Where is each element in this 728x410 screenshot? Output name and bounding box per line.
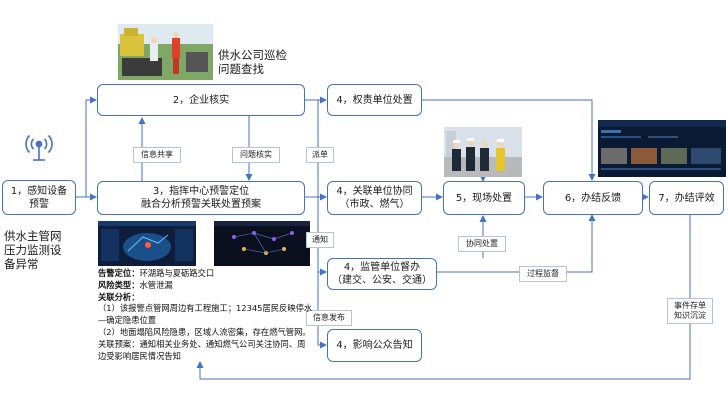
node-4d-label: 4，影响公众告知 [336, 340, 413, 351]
label-process-supervision: 过程监督 [519, 266, 567, 282]
top-caption: 供水公司巡检 问题查找 [218, 48, 287, 76]
node-5-onsite[interactable]: 5，现场处置 [443, 181, 525, 215]
node-3-command-center[interactable]: 3，指挥中心预警定位 融合分析预警关联处置预案 [97, 181, 305, 215]
node-6-label: 6，办结反馈 [564, 192, 622, 204]
node-2-label: 2，企业核实 [172, 94, 230, 106]
node-4c-supervisory-units[interactable]: 4，监管单位督办 （建交、公安、交通） [327, 258, 437, 290]
analysis-heading: 关联分析： [98, 291, 140, 302]
left-caption: 供水主管网 压力监测设 备异常 [4, 229, 62, 271]
sensor-icon [25, 134, 53, 161]
label-notify: 通知 [306, 232, 334, 248]
label-info-release: 信息发布 [306, 310, 352, 326]
label-info-share: 信息共享 [133, 147, 181, 163]
node-7-evaluation[interactable]: 7，办结评效 [649, 181, 724, 215]
analysis-item-1: （1）该报警点管网周边有工程施工；12345居民反映停水—确定隐患位置 [98, 303, 313, 326]
label-problem-verify: 问题核实 [232, 147, 280, 163]
inspection-photo [118, 24, 213, 80]
alert-info-panel: 告警定位：环湖路与夏砺路交口 风险类型：水管泄漏 关联分析： （1）该报警点管网… [98, 268, 313, 362]
feedback-dashboard-image [598, 120, 726, 177]
node-3-label: 3，指挥中心预警定位 融合分析预警关联处置预案 [141, 186, 261, 210]
risk-type: 风险类型：水管泄漏 [98, 279, 173, 290]
node-2-enterprise-verify[interactable]: 2，企业核实 [97, 84, 305, 116]
node-4b-label: 4，关联单位协同 （市政、燃气） [336, 186, 413, 210]
analysis-item-2: （2）地面塌陷风险隐患，区域人流密集，存在燃气管网。关联预案：通知相关业务处、通… [98, 326, 311, 361]
node-4a-responsible-unit[interactable]: 4，权责单位处置 [327, 84, 422, 116]
node-4d-public-notice[interactable]: 4，影响公众告知 [327, 329, 422, 362]
analysis-dashboard-image [214, 221, 310, 266]
node-1-label: 1，感知设备 预警 [10, 185, 68, 210]
label-archive: 事件存单 知识沉淀 [667, 298, 713, 324]
node-6-feedback[interactable]: 6，办结反馈 [543, 181, 643, 215]
node-7-label: 7，办结评效 [658, 192, 715, 204]
command-dashboard-image [98, 221, 196, 266]
node-4c-label: 4，监管单位督办 （建交、公安、交通） [332, 262, 432, 286]
label-cooperate: 协同处置 [458, 236, 506, 252]
onsite-photo [444, 127, 522, 177]
label-dispatch: 派单 [306, 147, 334, 163]
node-4a-label: 4，权责单位处置 [336, 94, 413, 106]
node-4b-related-units[interactable]: 4，关联单位协同 （市政、燃气） [327, 181, 422, 215]
alert-location: 告警定位：环湖路与夏砺路交口 [98, 268, 215, 278]
node-5-label: 5，现场处置 [455, 192, 513, 204]
node-1-sensing-alert[interactable]: 1，感知设备 预警 [2, 180, 76, 215]
